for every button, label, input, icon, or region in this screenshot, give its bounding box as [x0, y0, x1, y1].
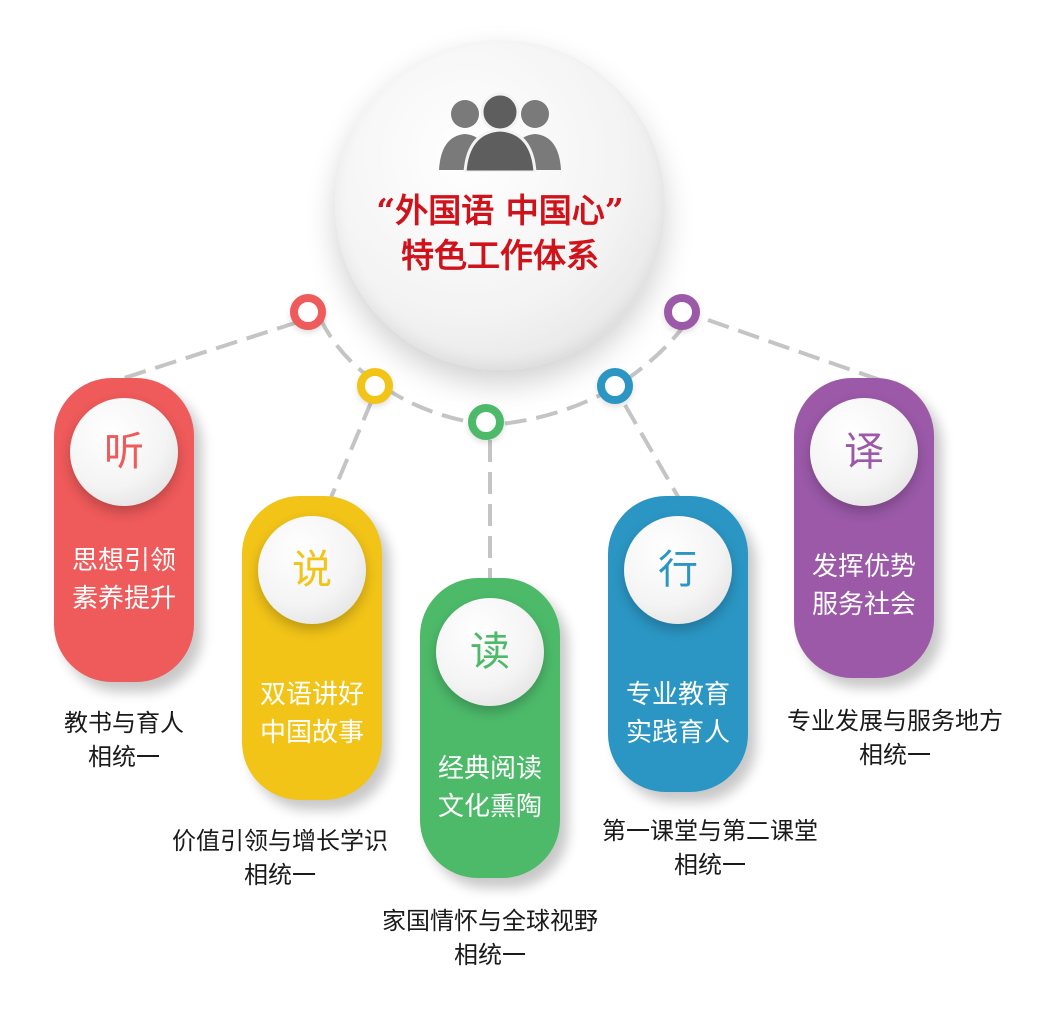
- pillar-speak: 说 双语讲好 中国故事: [242, 496, 382, 800]
- center-title-line2: 特色工作体系: [401, 236, 599, 275]
- pillar-speak-line2: 中国故事: [259, 718, 364, 748]
- pillar-read-char: 读: [436, 598, 544, 706]
- connector-act: [623, 403, 682, 502]
- pillar-read-line2: 文化熏陶: [437, 792, 542, 822]
- pillar-act: 行 专业教育 实践育人: [608, 496, 748, 792]
- connector-listen: [117, 320, 299, 382]
- pillar-act-line2: 实践育人: [625, 718, 730, 748]
- group-of-people-icon: [439, 92, 561, 172]
- pillar-translate-line2: 服务社会: [811, 590, 916, 620]
- pillar-listen-line2: 素养提升: [71, 584, 176, 614]
- pillar-translate: 译 发挥优势 服务社会: [794, 378, 934, 678]
- pillar-translate-line1: 发挥优势: [811, 552, 916, 582]
- pillar-read-line1: 经典阅读: [437, 754, 542, 784]
- connector-ring-translate: [664, 294, 700, 330]
- caption-act-line1: 第一课堂与第二课堂: [602, 817, 818, 845]
- connector-ring-speak: [357, 368, 393, 404]
- pillar-speak-char: 说: [258, 516, 366, 624]
- connector-speak: [328, 399, 374, 501]
- connector-ring-read: [468, 404, 504, 440]
- center-title-line1: “外国语 中国心”: [376, 191, 624, 230]
- center-hub: “外国语 中国心” 特色工作体系: [335, 40, 665, 370]
- caption-translate-line2: 相统一: [859, 741, 931, 769]
- caption-speak-line1: 价值引领与增长学识: [172, 827, 388, 855]
- pillar-speak-line1: 双语讲好: [259, 680, 364, 710]
- caption-speak-line2: 相统一: [244, 861, 316, 889]
- caption-act-line2: 相统一: [674, 851, 746, 879]
- pillar-listen: 听 思想引领 素养提升: [54, 378, 194, 682]
- connector-ring-act: [597, 368, 633, 404]
- caption-listen-line2: 相统一: [88, 743, 160, 771]
- pillar-act-line1: 专业教育: [625, 680, 730, 710]
- caption-read-line1: 家国情怀与全球视野: [382, 907, 598, 935]
- caption-read-line2: 相统一: [454, 941, 526, 969]
- pillar-listen-line1: 思想引领: [71, 546, 176, 576]
- connector-ring-listen: [290, 294, 326, 330]
- pillar-translate-char: 译: [810, 398, 918, 506]
- pillar-act-char: 行: [624, 516, 732, 624]
- caption-listen-line1: 教书与育人: [64, 709, 184, 737]
- pillar-listen-char: 听: [70, 398, 178, 506]
- pillar-read: 读 经典阅读 文化熏陶: [420, 578, 560, 878]
- connector-translate: [707, 318, 881, 382]
- caption-translate-line1: 专业发展与服务地方: [787, 707, 1003, 735]
